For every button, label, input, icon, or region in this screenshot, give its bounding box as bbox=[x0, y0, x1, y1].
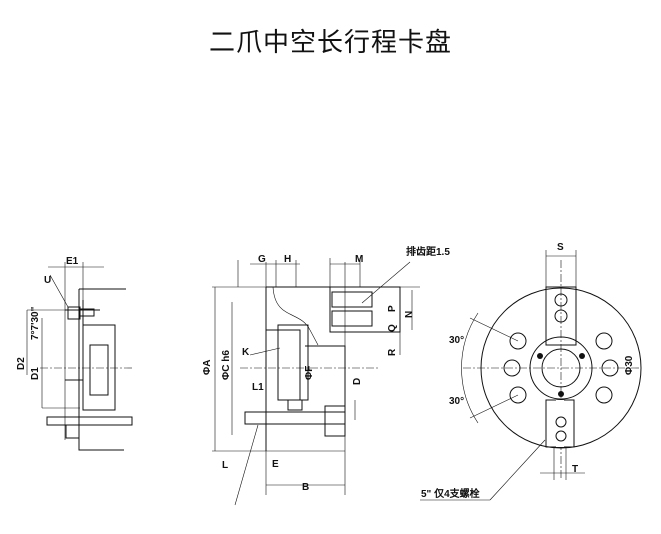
label-bolt-note: 5" 仅4支螺栓 bbox=[421, 487, 480, 500]
label-tooth-pitch: 排齿距1.5 bbox=[406, 245, 450, 258]
label-u: U bbox=[44, 275, 51, 286]
drawing-title: 二爪中空长行程卡盘 bbox=[208, 28, 452, 58]
label-e: E bbox=[272, 459, 279, 470]
label-h: H bbox=[284, 254, 291, 265]
label-s: S bbox=[557, 242, 564, 253]
label-phi-a: ΦA bbox=[202, 360, 213, 375]
label-l1: L1 bbox=[252, 382, 264, 393]
label-d: D bbox=[352, 378, 363, 385]
label-l: L bbox=[222, 460, 228, 471]
label-b: B bbox=[302, 482, 309, 493]
label-n: N bbox=[404, 311, 415, 318]
section-view: G H M 排齿距1.5 P Q N R K ΦF L1 D L E B ΦA … bbox=[202, 245, 450, 506]
label-d2: D2 bbox=[16, 357, 27, 370]
label-phi-f: ΦF bbox=[304, 366, 315, 380]
label-t: T bbox=[572, 464, 578, 475]
label-phi-small: Φ30 bbox=[624, 355, 635, 375]
label-d1: D1 bbox=[30, 367, 41, 380]
side-view: E1 U 7°7'30" D2 D1 bbox=[16, 256, 133, 451]
label-phi-c: ΦC h6 bbox=[221, 350, 232, 380]
label-p: P bbox=[387, 305, 398, 312]
label-angle-top: 30° bbox=[449, 335, 464, 346]
front-view: S T 30° 30° 5" 仅4支螺栓 Φ30 bbox=[420, 242, 642, 501]
label-e1: E1 bbox=[66, 256, 79, 267]
label-q: Q bbox=[387, 324, 398, 332]
label-g: G bbox=[258, 254, 266, 265]
label-angle-taper: 7°7'30" bbox=[30, 306, 41, 340]
label-k: K bbox=[242, 347, 250, 358]
label-angle-bottom: 30° bbox=[449, 396, 464, 407]
label-m: M bbox=[355, 254, 363, 265]
label-r: R bbox=[387, 348, 398, 356]
